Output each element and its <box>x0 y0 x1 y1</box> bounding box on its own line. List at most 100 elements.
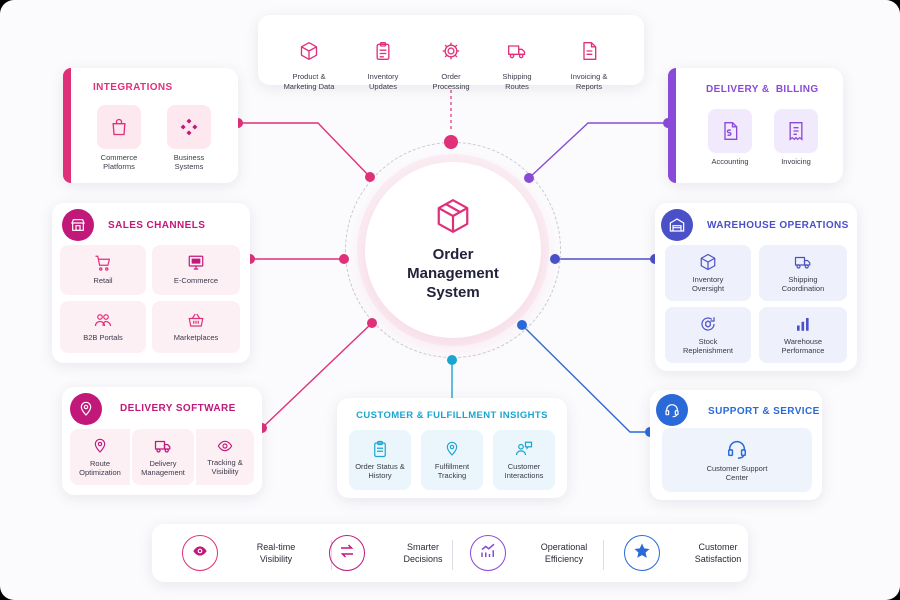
benefit-smarter-decisions: Smarter Decisions <box>329 535 463 571</box>
connector-dot <box>339 254 349 264</box>
truck-icon <box>506 41 528 66</box>
sales-channel-b2b-portals[interactable]: B2B Portals <box>60 301 146 353</box>
connector-dot <box>365 172 375 182</box>
truck-icon <box>153 437 173 455</box>
tile-label: Fulfillment Tracking <box>434 461 470 480</box>
warehouse-shipping-coordination[interactable]: Shipping Coordination <box>759 245 847 301</box>
tile-label: Inventory Oversight <box>691 274 725 293</box>
clipboard-icon <box>373 41 393 66</box>
shopping-bag-icon <box>109 117 129 137</box>
eye-icon <box>190 543 210 564</box>
document-icon <box>579 41 599 66</box>
basket-icon <box>186 311 206 329</box>
people-icon <box>93 311 113 329</box>
tile-icon-bg <box>97 104 141 149</box>
benefit-label: Operational Efficiency <box>540 541 588 564</box>
support-title: Support & Service <box>708 406 820 417</box>
receipt-icon <box>786 121 806 142</box>
headset-icon <box>656 394 688 426</box>
warehouse-performance[interactable]: Warehouse Performance <box>759 307 847 363</box>
warehouse-inventory-oversight[interactable]: Inventory Oversight <box>665 245 751 301</box>
tile-label: Business Systems <box>173 152 205 171</box>
refresh-box-icon <box>699 315 717 333</box>
tile-label: Route Optimization <box>79 458 121 477</box>
delivery-software-card: Delivery Software Route Optimization Del… <box>62 387 262 495</box>
tile-label: Shipping Coordination <box>781 274 825 293</box>
delivery-billing-title: Delivery & Billing <box>706 84 819 95</box>
tile-icon-bg <box>774 109 818 154</box>
divider <box>452 540 453 570</box>
connector-dot <box>550 254 560 264</box>
tile-label: Customer Interactions <box>504 461 544 480</box>
benefit-icon-circle <box>624 535 660 571</box>
benefit-label: Customer Satisfaction <box>694 541 742 564</box>
cart-icon <box>94 254 112 272</box>
top-item-label: Shipping Routes <box>502 72 532 91</box>
support-card: Support & Service Customer Support Cente… <box>650 390 822 500</box>
support-customer-center[interactable]: Customer Support Center <box>662 428 812 492</box>
connector-billing <box>528 122 668 179</box>
top-item-shipping-routes[interactable]: Shipping Routes <box>482 41 552 92</box>
connector-dot <box>367 318 377 328</box>
billing-accounting[interactable]: Accounting <box>702 102 758 174</box>
insight-customer-interactions[interactable]: Customer Interactions <box>493 430 555 490</box>
delivery-route-optimization[interactable]: Route Optimization <box>70 429 130 485</box>
map-pin-icon <box>444 440 460 458</box>
tile-label: Warehouse Performance <box>781 336 825 355</box>
sales-channel-marketplaces[interactable]: Marketplaces <box>152 301 240 353</box>
sales-channels-card: Sales Channels Retail E-Commerce B2B Por… <box>52 203 250 363</box>
top-item-invoicing-reports[interactable]: Invoicing & Reports <box>554 41 624 92</box>
tile-label: Retail <box>93 276 113 286</box>
truck-icon <box>793 253 813 271</box>
insights-card: Customer & Fulfillment Insights Order St… <box>337 398 567 498</box>
bar-chart-icon <box>794 315 812 333</box>
card-accent <box>668 68 676 183</box>
delivery-tracking-visibility[interactable]: Tracking & Visibility <box>196 429 254 485</box>
sales-channel-ecommerce[interactable]: E-Commerce <box>152 245 240 295</box>
arrows-swap-icon <box>338 542 356 565</box>
integrations-card: Integrations Commerce Platforms Business… <box>63 68 238 183</box>
tile-label: Delivery Management <box>141 458 185 477</box>
warehouse-card: Warehouse Operations Inventory Oversight… <box>655 203 857 371</box>
monitor-store-icon <box>187 254 205 272</box>
clipboard-icon <box>371 440 389 458</box>
connector-dot <box>233 118 243 128</box>
tile-label: Customer Support Center <box>706 463 768 482</box>
top-item-inventory-updates[interactable]: Inventory Updates <box>348 41 418 92</box>
sales-channel-retail[interactable]: Retail <box>60 245 146 295</box>
order-management-hub[interactable]: Order Management System <box>365 162 541 338</box>
connector-dot <box>257 423 267 433</box>
hub-title: Order Management System <box>407 246 499 301</box>
warehouse-title: Warehouse Operations <box>707 220 849 231</box>
integration-business-systems[interactable]: Business Systems <box>161 102 217 174</box>
delivery-billing-card: Delivery & Billing Accounting Invoicing <box>668 68 843 183</box>
tile-icon-bg <box>708 109 752 154</box>
card-accent <box>63 68 71 183</box>
top-item-order-processing[interactable]: Order Processing <box>416 41 486 92</box>
benefit-icon-circle <box>329 535 365 571</box>
delivery-management[interactable]: Delivery Management <box>132 429 194 485</box>
insight-fulfillment-tracking[interactable]: Fulfillment Tracking <box>421 430 483 490</box>
tile-label: Commerce Platforms <box>100 152 138 171</box>
map-pin-icon <box>92 437 108 455</box>
tile-label: Tracking & Visibility <box>207 457 243 476</box>
eye-icon <box>215 438 235 454</box>
tile-label: Stock Replenishment <box>682 336 734 355</box>
box-icon <box>699 253 717 271</box>
benefit-icon-circle <box>182 535 218 571</box>
sales-channels-title: Sales Channels <box>108 220 206 231</box>
invoice-dollar-icon <box>720 121 740 141</box>
tile-label: Accounting <box>711 157 749 167</box>
tile-label: B2B Portals <box>83 333 123 343</box>
insight-order-status-history[interactable]: Order Status & History <box>349 430 411 490</box>
top-item-product-marketing[interactable]: Product & Marketing Data <box>274 41 344 92</box>
tile-label: Marketplaces <box>173 333 219 343</box>
warehouse-stock-replenishment[interactable]: Stock Replenishment <box>665 307 751 363</box>
billing-invoicing[interactable]: Invoicing <box>768 102 824 174</box>
integrations-title: Integrations <box>93 82 173 93</box>
connector-dot <box>517 320 527 330</box>
box-icon <box>434 197 472 240</box>
integration-commerce-platforms[interactable]: Commerce Platforms <box>91 102 147 174</box>
tile-label: Order Status & History <box>355 461 405 480</box>
